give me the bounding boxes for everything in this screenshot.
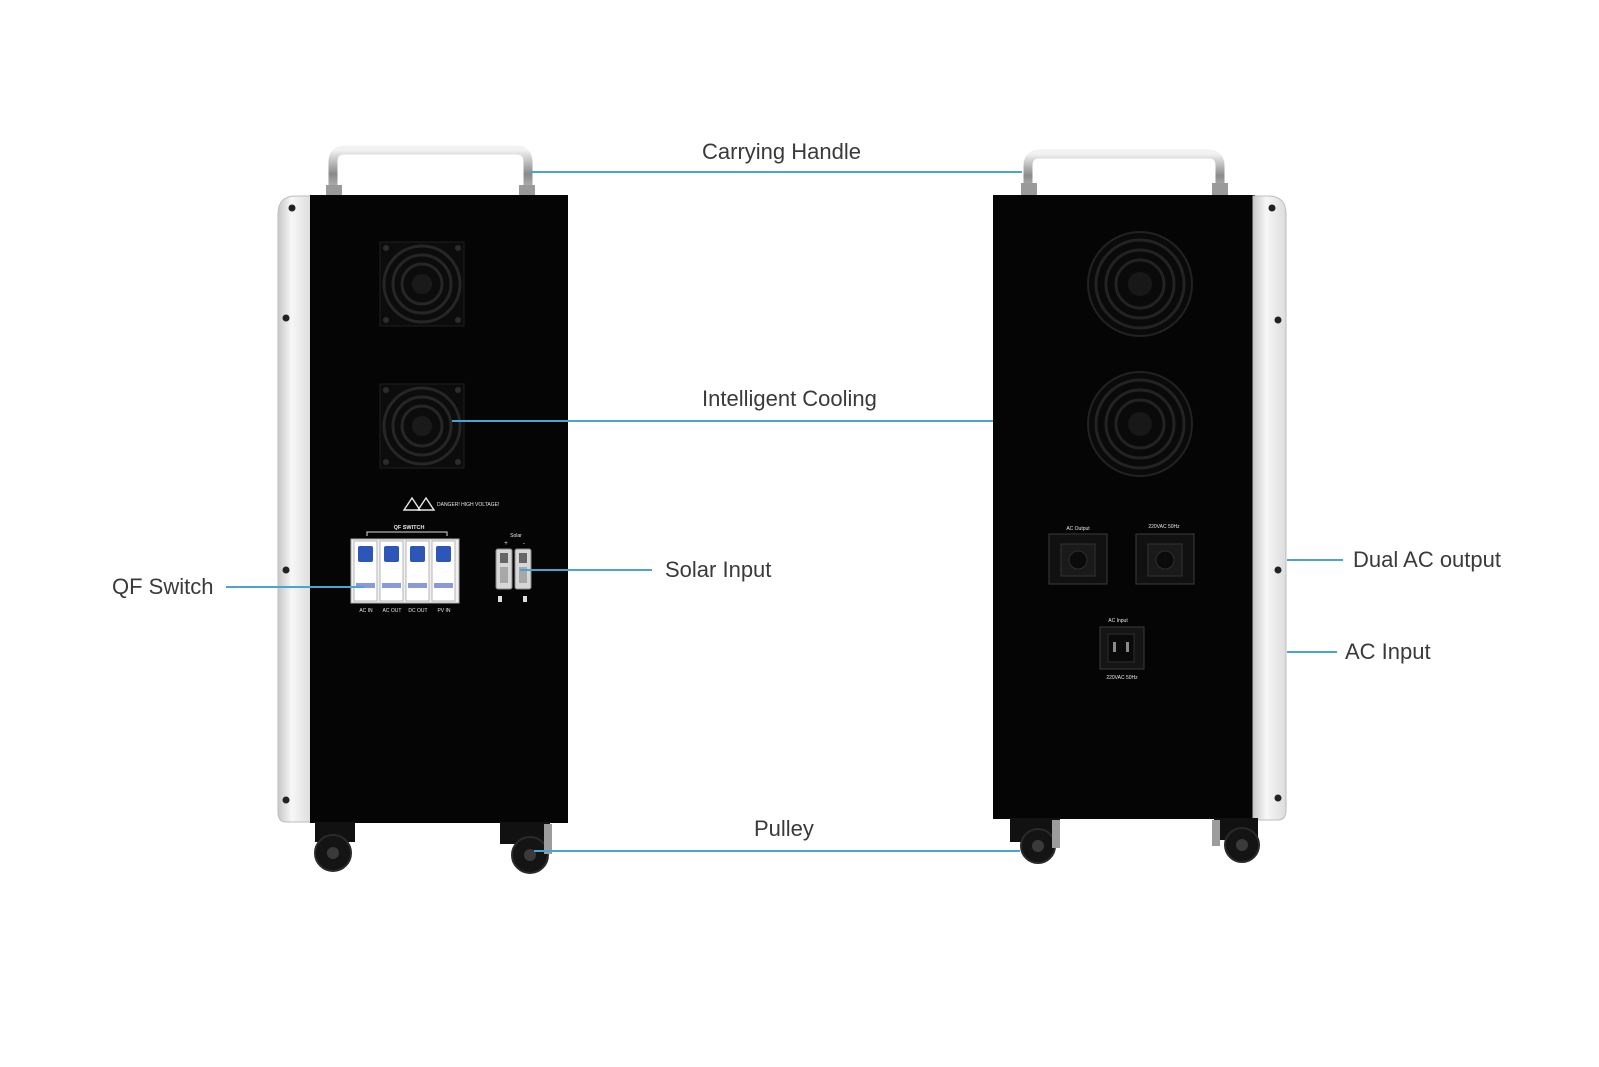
breaker-label-dc-out: DC OUT [408, 608, 427, 614]
breaker-pv-in[interactable] [431, 540, 456, 602]
right-fan-top-icon [1087, 231, 1193, 337]
left-unit-pulleys [314, 822, 552, 874]
breaker-ac-out[interactable] [379, 540, 404, 602]
callout-carrying-handle: Carrying Handle [702, 139, 861, 164]
breaker-ac-in[interactable] [353, 540, 378, 602]
qf-switch-title: QF SWITCH [394, 525, 425, 531]
breaker-label-ac-out: AC OUT [383, 608, 402, 614]
right-unit-pulleys [1010, 818, 1260, 864]
callout-dual-ac-output: Dual AC output [1353, 547, 1501, 572]
callout-pulley: Pulley [754, 816, 814, 841]
left-side-panel [277, 195, 313, 823]
callout-solar-input: Solar Input [665, 557, 772, 582]
left-fan-top-icon [379, 241, 465, 327]
solar-label: Solar [510, 533, 522, 539]
right-carrying-handle [1023, 149, 1225, 197]
ac-input-label: AC Input [1108, 618, 1128, 624]
leader-lines [226, 171, 1343, 852]
ac-input-socket[interactable] [1099, 626, 1145, 670]
breaker-label-ac-in: AC IN [359, 608, 373, 614]
warning-text: DANGER! HIGH VOLTAGE! [437, 502, 499, 508]
left-fan-bottom-icon [379, 383, 465, 469]
ac-output-socket-1[interactable] [1048, 533, 1108, 585]
breaker-dc-out[interactable] [405, 540, 430, 602]
ac-output-rating: 220VAC 50Hz [1148, 524, 1180, 530]
ac-input-rating: 220VAC 50Hz [1106, 675, 1138, 681]
ac-output-socket-2[interactable] [1135, 533, 1195, 585]
warning-sticker: DANGER! HIGH VOLTAGE! [402, 496, 499, 511]
left-unit: DANGER! HIGH VOLTAGE! QF SWITCH [277, 145, 568, 874]
right-side-panel [1252, 195, 1287, 821]
right-fan-bottom-icon [1087, 371, 1193, 477]
callout-intelligent-cooling: Intelligent Cooling [702, 386, 877, 411]
qf-breaker-bank [350, 538, 460, 604]
callout-ac-input: AC Input [1345, 639, 1431, 664]
ac-output-label: AC Output [1066, 526, 1090, 532]
breaker-label-pv-in: PV IN [437, 608, 450, 614]
left-carrying-handle [328, 145, 533, 198]
solar-plus-sign: + [504, 541, 508, 547]
right-unit: AC Output 220VAC 50Hz AC Input 220VAC 50… [993, 149, 1287, 864]
solar-minus-sign: - [523, 541, 525, 547]
callout-qf-switch: QF Switch [112, 574, 214, 599]
